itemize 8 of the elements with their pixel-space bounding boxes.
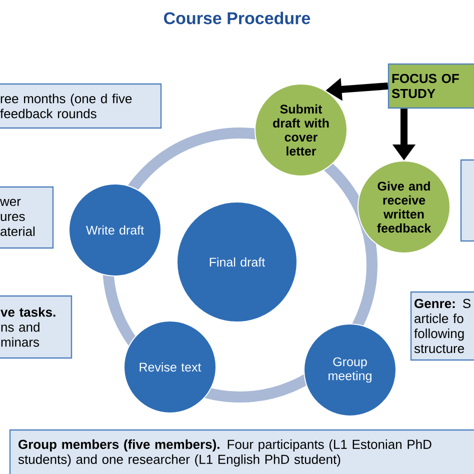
text-box: Genre: S article fo following structure	[410, 291, 474, 361]
text-box: FOCUS OF STUDY	[388, 63, 474, 109]
text-box: wer ures aterial	[0, 186, 54, 249]
text-box: Group members (five members). Four participants (L1 Estonian PhD students) and one researcher (L1 English PhD student)	[9, 429, 474, 474]
empty-box	[460, 159, 474, 242]
text-box: ree months (one d five feedback rounds	[0, 83, 162, 129]
text-box: ve tasks. ns and minars	[0, 295, 72, 359]
title: Course Procedure	[164, 12, 310, 24]
